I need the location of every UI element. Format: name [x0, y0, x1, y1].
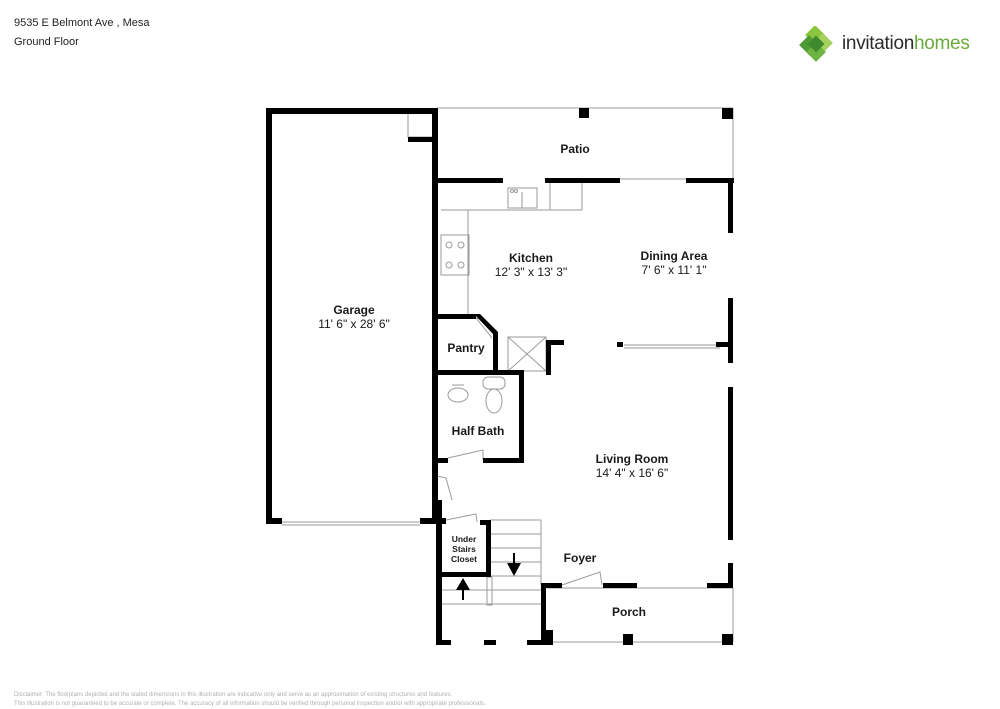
- room-living-room: Living Room 14' 4" x 16' 6": [595, 452, 669, 480]
- logo-wordmark: invitationhomes: [842, 33, 970, 54]
- room-foyer: Foyer: [563, 551, 597, 565]
- page-header: 9535 E Belmont Ave , Mesa Ground Floor: [14, 14, 150, 52]
- room-porch: Porch: [611, 605, 647, 619]
- logo-mark-icon: [799, 26, 833, 62]
- room-half-bath: Half Bath: [451, 424, 505, 438]
- room-dining-area: Dining Area 7' 6" x 11' 1": [640, 249, 708, 277]
- room-patio: Patio: [560, 142, 590, 156]
- room-kitchen: Kitchen 12' 3" x 13' 3": [494, 251, 568, 279]
- disclaimer: Disclaimer: The floorplans depicted and …: [14, 692, 486, 707]
- property-address: 9535 E Belmont Ave , Mesa: [14, 17, 150, 29]
- brand-logo: invitationhomes: [798, 26, 970, 62]
- floor-label: Ground Floor: [14, 36, 79, 48]
- room-pantry: Pantry: [447, 341, 485, 355]
- room-garage: Garage 11' 6" x 28' 6": [318, 303, 390, 331]
- room-under-stairs-closet: Under Stairs Closet: [451, 534, 477, 564]
